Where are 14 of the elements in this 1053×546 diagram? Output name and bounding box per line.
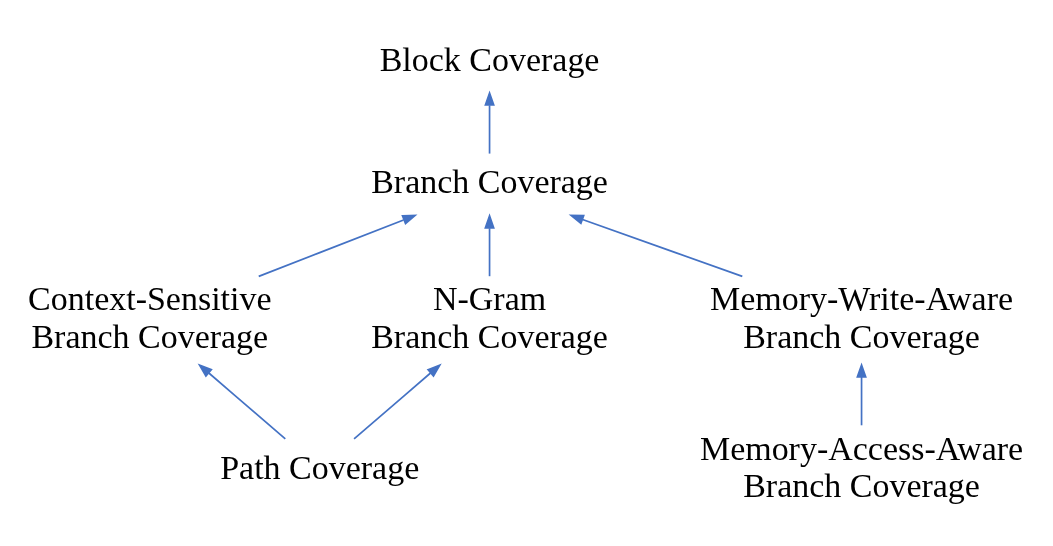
node-text: Context-Sensitive Branch Coverage	[28, 280, 272, 355]
node-text: Path Coverage	[220, 448, 420, 486]
node-text: Memory-Write-Aware Branch Coverage	[710, 280, 1014, 355]
arrow	[484, 90, 495, 155]
node-text: Memory-Access-Aware Branch Coverage	[699, 429, 1024, 505]
arrow	[484, 213, 495, 278]
arrow	[197, 363, 287, 440]
arrow	[257, 214, 418, 278]
arrow	[856, 362, 867, 427]
arrow	[353, 363, 442, 440]
node-text: Block Coverage	[379, 40, 600, 78]
node-text: Branch Coverage	[371, 163, 608, 201]
node-text: N-Gram Branch Coverage	[371, 280, 608, 355]
arrow	[568, 214, 744, 278]
